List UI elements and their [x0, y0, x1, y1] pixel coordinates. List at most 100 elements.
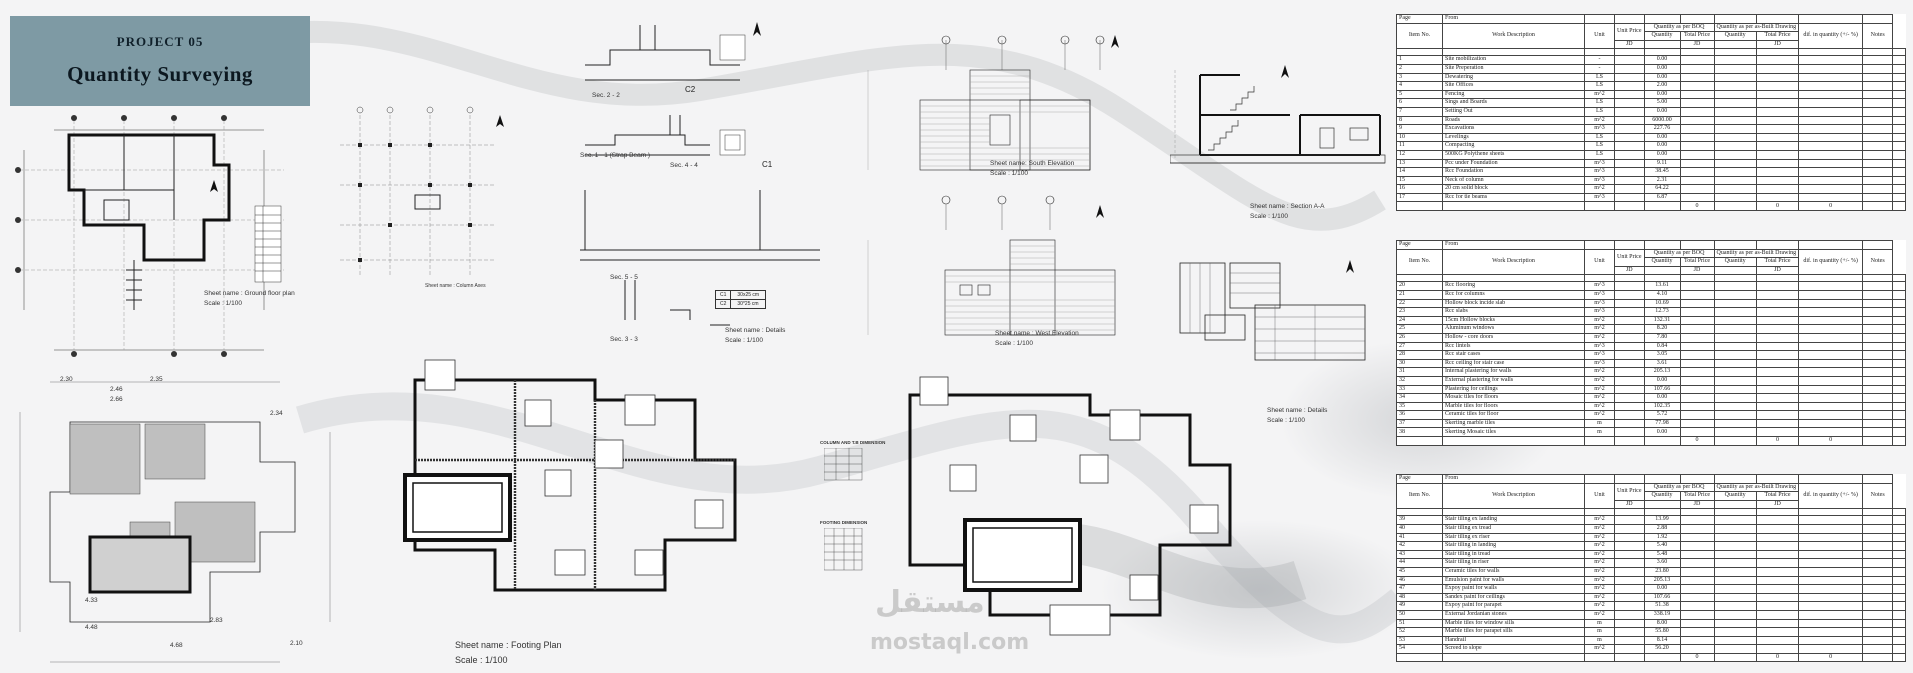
dim-label: 4.48 [85, 624, 98, 631]
column-table-title: COLUMN AND T.B DIMENSION [820, 440, 886, 445]
boq-item-no: 34 [1396, 393, 1443, 403]
boq-item-no: 2 [1396, 63, 1443, 74]
boq-quantity: 8.20 [1643, 324, 1681, 334]
boq-header-work-description: Work Description [1442, 22, 1585, 50]
boq-total-boq: 0 [1679, 201, 1715, 212]
boq-unit: m [1584, 427, 1615, 438]
boq-unit: m^2 [1584, 384, 1615, 395]
boq-header-notes: Notes [1862, 248, 1894, 276]
boq-total-dif: 0 [1798, 201, 1864, 212]
boq-header-item-no: Item No. [1396, 22, 1443, 50]
boq-quantity: 0.00 [1643, 106, 1681, 117]
boq-unit: m [1584, 618, 1615, 629]
boq-unit: m^2 [1584, 541, 1615, 551]
boq-quantity: 2.31 [1643, 175, 1681, 186]
detail-c2-label: C2 [685, 85, 696, 94]
section-aa-sheet-name: Sheet name : Section A-A [1250, 203, 1325, 210]
boq-item-no: 11 [1396, 141, 1443, 151]
detail-c1-label: C1 [762, 160, 773, 169]
boq-quantity: 13.61 [1643, 281, 1681, 291]
boq-unit: m^2 [1584, 549, 1615, 560]
footing-plan-sheet-name: Sheet name : Footing Plan [455, 640, 562, 650]
boq-quantity: 5.00 [1643, 98, 1681, 108]
boq-header-qty-boq: Quantity as per BOQ [1643, 248, 1715, 259]
west-elevation-scale: Scale : 1/100 [995, 340, 1033, 347]
boq-unit: m^2 [1584, 115, 1615, 126]
boq-header-work-description: Work Description [1442, 482, 1585, 510]
excavation-plan-drawing: 2.30 2.46 2.35 2.66 4.33 4.48 2.83 4.68 … [10, 372, 340, 672]
boq-header-qty-built: Quantity as per as-Built Drawing [1713, 482, 1800, 493]
boq-page-cell: Page [1396, 240, 1443, 250]
boq-quantity: 5.40 [1643, 541, 1681, 551]
boq-header-quantity-built: Quantity [1713, 257, 1757, 267]
boq-work-description: Stair tiling ex riser [1442, 532, 1585, 543]
boq-header-total-price: Total Price [1679, 491, 1715, 501]
boq-work-description: Ceramic tiles for floor [1442, 410, 1585, 420]
boq-quantity: 2.00 [1643, 81, 1681, 91]
boq-work-description: Plastering for ceilings [1442, 384, 1585, 395]
boq-work-description: Hollow - core doors [1442, 332, 1585, 343]
boq-work-description: Skerting marble tiles [1442, 418, 1585, 429]
boq-item-no: 21 [1396, 289, 1443, 300]
boq-unit: m^2 [1584, 184, 1615, 194]
boq-item-no: 10 [1396, 132, 1443, 143]
boq-item-no: 4 [1396, 81, 1443, 91]
boq-from-cell: From [1442, 14, 1585, 24]
boq-unit: m^3 [1584, 158, 1615, 169]
boq-item-no: 27 [1396, 341, 1443, 352]
boq-quantity: 0.00 [1643, 375, 1681, 386]
boq-unit: m^2 [1584, 601, 1615, 611]
boq-header-unit-price: Unit Price [1614, 248, 1645, 267]
dim-label: 2.66 [110, 396, 123, 403]
boq-quantity: 0.00 [1643, 584, 1681, 594]
boq-total-boq: 0 [1679, 436, 1715, 446]
boq-work-description: Expoy paint for parapet [1442, 601, 1585, 611]
boq-work-description: Aluminum windows [1442, 324, 1585, 334]
boq-unit: m^2 [1584, 367, 1615, 377]
boq-work-description: Compacting [1442, 141, 1585, 151]
north-arrow-icon-2 [753, 22, 761, 36]
boq-work-description: Marble tiles for window sills [1442, 618, 1585, 629]
boq-unit: m^3 [1584, 298, 1615, 309]
details-1-sheet-name: Sheet name : Details [725, 327, 786, 334]
boq-item-no: 5 [1396, 89, 1443, 100]
boq-quantity: 10.69 [1643, 298, 1681, 309]
boq-unit: m^3 [1584, 350, 1615, 360]
footing-plan-drawing: Sheet name : Footing Plan Scale : 1/100 [395, 340, 795, 670]
boq-page-cell: Page [1396, 474, 1443, 484]
boq-unit: m^2 [1584, 375, 1615, 386]
boq-unit: m^2 [1584, 644, 1615, 654]
boq-quantity: 0.00 [1643, 141, 1681, 151]
boq-header-notes: Notes [1862, 22, 1894, 50]
boq-unit: m^3 [1584, 307, 1615, 317]
boq-quantity: 107.66 [1643, 384, 1681, 395]
section-aa-drawing: Sheet name : Section A-A Scale : 1/100 [1169, 60, 1390, 220]
boq-unit: m^2 [1584, 566, 1615, 577]
boq-header-jd: JD [1614, 265, 1645, 276]
dim-label: 2.10 [290, 640, 303, 647]
boq-unit: m^3 [1584, 175, 1615, 186]
project-title-card: PROJECT 05 Quantity Surveying [10, 16, 310, 106]
boq-unit: LS [1584, 141, 1615, 151]
boq-quantity: 8.14 [1643, 635, 1681, 646]
boq-unit: m^2 [1584, 410, 1615, 420]
boq-quantity: 51.38 [1643, 601, 1681, 611]
boq-total-dif: 0 [1798, 652, 1864, 663]
boq-item-no: 14 [1396, 167, 1443, 177]
boq-quantity: 3.60 [1643, 558, 1681, 568]
boq-work-description: Excavations [1442, 124, 1585, 134]
